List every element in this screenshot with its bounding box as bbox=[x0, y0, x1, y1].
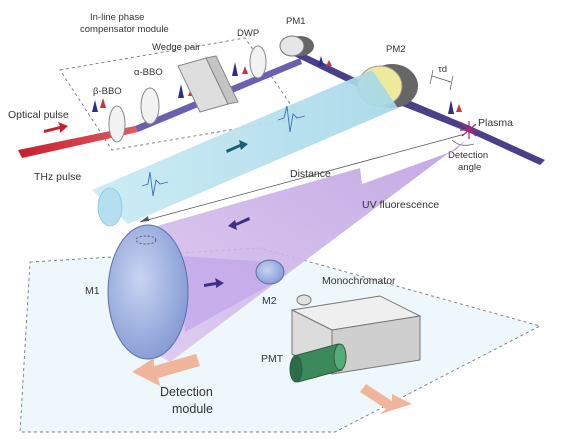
detection-angle-label-line1: Detection bbox=[448, 150, 488, 161]
detection-angle-label-line2: angle bbox=[458, 162, 481, 173]
pmt-label: PMT bbox=[261, 353, 284, 365]
detection-module-label-line1: Detection bbox=[160, 385, 213, 399]
wedge-pair-face bbox=[205, 55, 239, 105]
distance-line bbox=[139, 133, 466, 223]
delay-bracket bbox=[429, 69, 454, 91]
focus-beam bbox=[372, 86, 545, 165]
dwp-label: DWP bbox=[237, 28, 259, 39]
distance-label: Distance bbox=[290, 168, 331, 180]
m1-label: M1 bbox=[85, 285, 100, 297]
thz-beam bbox=[92, 70, 398, 224]
m1-m2-beam bbox=[180, 256, 272, 332]
thz-direction-arrow bbox=[226, 140, 248, 153]
m1-mirror bbox=[107, 224, 189, 360]
m2-label: M2 bbox=[262, 295, 277, 307]
m1-mirror-rim bbox=[135, 235, 157, 245]
optical-pulse-label: Optical pulse bbox=[8, 109, 69, 121]
m2-mirror bbox=[255, 259, 285, 285]
orange-arrow-right bbox=[360, 384, 412, 414]
thz-beam-end bbox=[97, 187, 123, 227]
uv-direction-arrow bbox=[228, 217, 250, 230]
pm1-mirror bbox=[279, 35, 305, 57]
plasma-label: Plasma bbox=[478, 117, 513, 129]
beta-bbo-crystal bbox=[108, 105, 126, 143]
thz-waveform-2 bbox=[277, 105, 306, 133]
thz-pulse-label: THz pulse bbox=[34, 171, 81, 183]
optical-beam bbox=[18, 126, 138, 158]
dwp-plate bbox=[249, 45, 267, 79]
detection-module-label-line2: module bbox=[172, 402, 213, 416]
alpha-bbo-crystal bbox=[140, 87, 160, 125]
distance-arrowhead bbox=[140, 216, 149, 222]
pm1-label: PM1 bbox=[286, 16, 306, 27]
m1-m2-arrow bbox=[204, 278, 224, 288]
pulse-packets bbox=[92, 56, 462, 114]
detection-angle-arc bbox=[451, 139, 475, 146]
compensator-label-line2: compensator module bbox=[80, 24, 169, 35]
beta-bbo-label: β-BBO bbox=[93, 86, 122, 97]
pm2-label: PM2 bbox=[386, 44, 406, 55]
pmt-detector bbox=[289, 343, 347, 383]
delay-label: τd bbox=[438, 64, 447, 75]
wedge-pair-label: Wedge pair bbox=[152, 42, 200, 53]
thz-waveform-1 bbox=[141, 171, 169, 197]
compensator-label-line1: In-line phase bbox=[90, 12, 144, 23]
uv-fluorescence-label: UV fluorescence bbox=[362, 199, 439, 211]
orange-arrow-left bbox=[132, 354, 200, 386]
optical-pulse-arrow bbox=[44, 122, 68, 133]
monochromator-label: Monochromator bbox=[322, 275, 396, 287]
alpha-bbo-label: α-BBO bbox=[134, 67, 163, 78]
